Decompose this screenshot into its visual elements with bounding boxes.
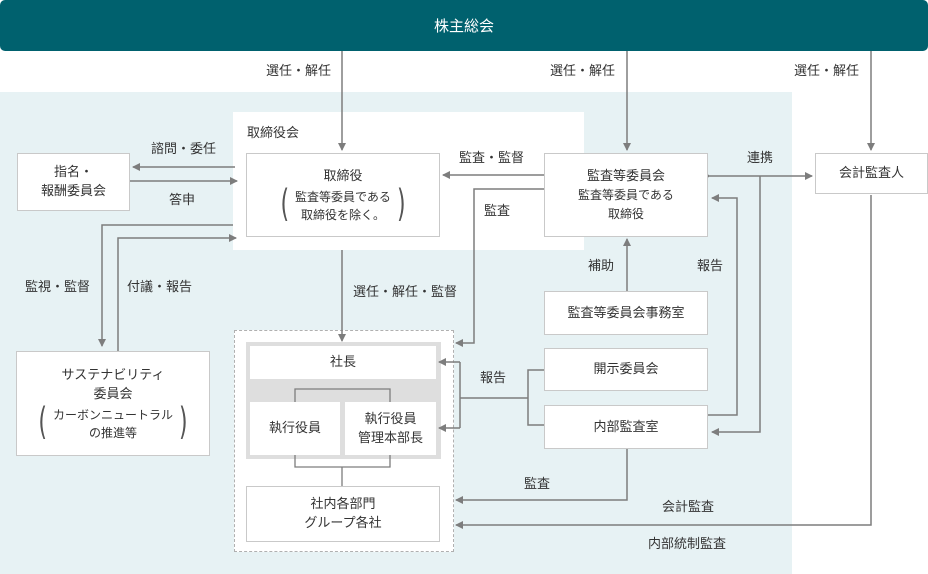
sustainability-note-line1: カーボンニュートラル <box>52 407 173 422</box>
directors-box: 取締役 ( 監査等委員である 取締役を除く。 ) <box>246 153 440 237</box>
report-label-audit-committee: 報告 <box>697 259 724 274</box>
disclosure-committee-title: 開示委員会 <box>593 362 659 377</box>
internal-audit-office-title: 内部監査室 <box>593 419 659 435</box>
nomination-compensation-committee: 指名・ 報酬委員会 <box>17 153 130 211</box>
executive-officers-title: 執行役員 <box>268 421 321 436</box>
accounting-audit-label: 会計監査 <box>662 500 715 515</box>
close-paren-glyph: ) <box>396 183 406 226</box>
internal-audit-office: 内部監査室 <box>544 405 708 449</box>
disclosure-committee: 開示委員会 <box>544 348 708 391</box>
open-paren-glyph: ( <box>280 183 290 226</box>
elect-dismiss-supervise-label: 選任・解任・監督 <box>353 285 458 300</box>
audit-committee-office: 監査等委員会事務室 <box>544 291 708 335</box>
accounting-auditor-title: 会計監査人 <box>838 166 904 181</box>
close-paren-glyph: ) <box>179 401 188 444</box>
directors-note: ( 監査等委員である 取締役を除く。 ) <box>280 183 406 226</box>
audit-label-departments: 監査 <box>524 477 551 492</box>
departments-line1: 社内各部門 <box>310 497 376 512</box>
sustainability-note-line2: の推進等 <box>88 425 137 440</box>
president-title: 社長 <box>329 355 356 370</box>
audit-committee-office-title: 監査等委員会事務室 <box>567 305 685 321</box>
directors-note-line1: 監査等委員である <box>295 189 391 204</box>
nomination-committee-line2: 報酬委員会 <box>40 184 106 199</box>
report-label-president: 報告 <box>480 371 507 386</box>
president-box: 社長 <box>250 346 436 379</box>
board-of-directors-title: 取締役会 <box>247 126 300 141</box>
refer-report-label: 付議・報告 <box>127 280 193 295</box>
audit-committee-title: 監査等委員会 <box>586 168 665 184</box>
shareholders-meeting-header: 株主総会 <box>0 0 928 51</box>
report-back-label: 答申 <box>169 193 196 208</box>
audit-supervise-label: 監査・監督 <box>459 151 525 166</box>
executive-officers-box: 執行役員 <box>250 402 340 455</box>
exec-admin-head-line1: 執行役員 <box>364 411 417 427</box>
elect-dismiss-label-audit-committee: 選任・解任 <box>550 64 616 79</box>
sustainability-committee-line1: サステナビリティ <box>61 367 165 383</box>
sustainability-committee-line2: 委員会 <box>93 386 133 402</box>
shareholders-meeting-title: 株主総会 <box>433 17 494 35</box>
elect-dismiss-label-directors: 選任・解任 <box>266 64 332 79</box>
open-paren-glyph: ( <box>38 401 47 444</box>
support-label: 補助 <box>588 259 615 274</box>
sustainability-committee: サステナビリティ 委員会 ( カーボンニュートラル の推進等 ) <box>16 351 210 456</box>
nomination-committee-line1: 指名・ <box>53 165 93 180</box>
directors-note-line2: 取締役を除く。 <box>300 207 385 222</box>
executive-admin-head-box: 執行役員 管理本部長 <box>345 402 436 455</box>
internal-control-audit-label: 内部統制監査 <box>648 537 727 552</box>
exec-admin-head-line2: 管理本部長 <box>357 430 423 446</box>
consult-delegate-label: 諮問・委任 <box>151 142 217 157</box>
monitor-supervise-label: 監視・監督 <box>25 280 91 295</box>
collaboration-label: 連携 <box>747 151 774 166</box>
audit-supervisory-committee: 監査等委員会 監査等委員である 取締役 <box>544 153 708 237</box>
departments-line2: グループ各社 <box>304 516 382 531</box>
audit-committee-line2: 取締役 <box>607 206 644 221</box>
audit-committee-line1: 監査等委員である <box>578 187 674 202</box>
directors-title: 取締役 <box>323 168 363 184</box>
audit-label-president: 監査 <box>484 204 511 219</box>
elect-dismiss-label-accounting-auditor: 選任・解任 <box>794 64 860 79</box>
accounting-auditor: 会計監査人 <box>815 153 928 194</box>
sustainability-note: ( カーボンニュートラル の推進等 ) <box>38 401 188 444</box>
departments-group-companies: 社内各部門 グループ各社 <box>246 486 440 542</box>
